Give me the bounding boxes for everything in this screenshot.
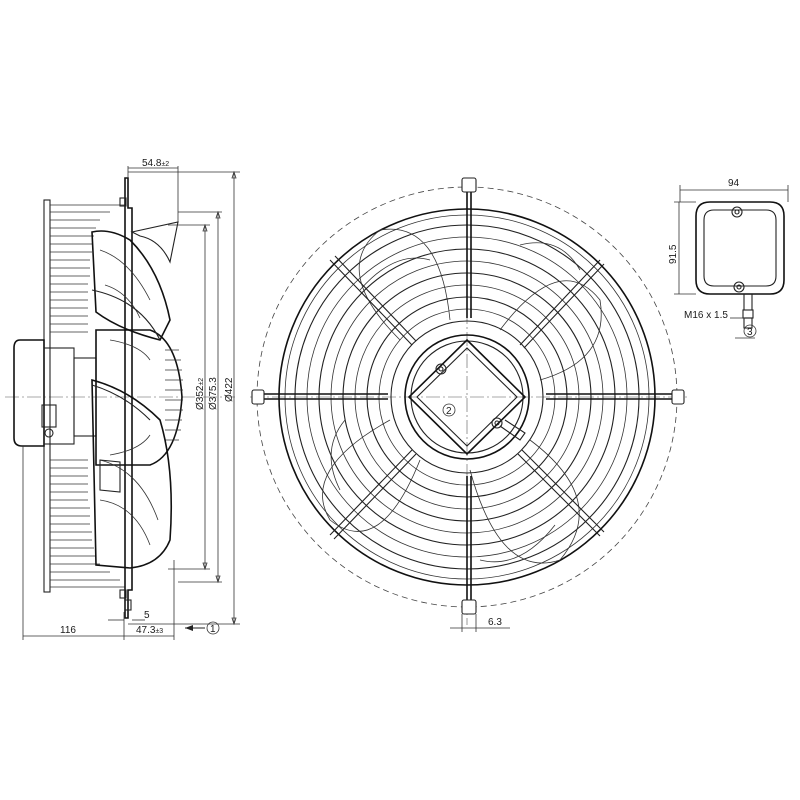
motor-hub-front: 2 bbox=[404, 334, 530, 460]
terminal-box-detail: 94 91.5 M16 x 1.5 3 bbox=[668, 178, 789, 339]
side-dim-lines bbox=[22, 166, 240, 640]
motor-hub bbox=[95, 329, 183, 466]
dim-foot-width: 6.3 bbox=[488, 617, 502, 628]
dim-bottom-depth: 47.3±3 bbox=[136, 625, 163, 636]
dim-box-height: 91.5 bbox=[668, 244, 679, 264]
flange bbox=[119, 177, 133, 619]
thread-spec: M16 x 1.5 bbox=[684, 310, 728, 321]
callout-2: 2 bbox=[446, 406, 452, 417]
guard-struts bbox=[258, 180, 678, 612]
upper-blade bbox=[91, 221, 179, 341]
guard-feet bbox=[251, 177, 685, 615]
side-view: 54.8±2 Ø352±2 Ø375.3 Ø422 5 116 47.3±3 1 bbox=[5, 158, 240, 640]
rear-grille bbox=[43, 199, 125, 593]
lower-blade bbox=[91, 378, 173, 569]
dim-guard-diameter: Ø375.3 bbox=[208, 377, 219, 410]
airflow-callout-1: 1 bbox=[185, 621, 220, 635]
front-view: 2 6.3 bbox=[250, 177, 690, 632]
dim-outer-diameter: Ø422 bbox=[224, 377, 235, 402]
dim-left-depth: 116 bbox=[60, 625, 76, 636]
svg-text:1: 1 bbox=[210, 624, 216, 635]
dim-top-width: 54.8±2 bbox=[142, 158, 169, 169]
dim-box-width: 94 bbox=[728, 178, 740, 189]
impeller-blades bbox=[322, 228, 602, 564]
dim-small-gap: 5 bbox=[144, 610, 150, 621]
dim-blade-diameter: Ø352±2 bbox=[195, 378, 206, 410]
callout-3: 3 bbox=[747, 327, 753, 338]
motor-rear-box bbox=[13, 339, 97, 447]
foot-dimension: 6.3 bbox=[450, 614, 510, 632]
